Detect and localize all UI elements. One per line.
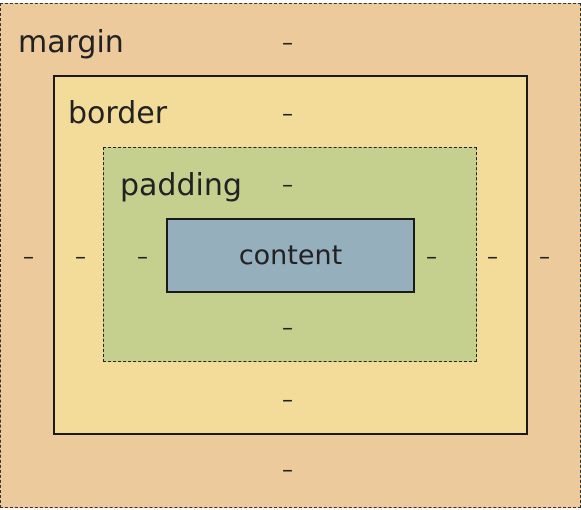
- padding-left-value[interactable]: –: [137, 245, 148, 270]
- padding-right-value[interactable]: –: [426, 245, 437, 270]
- margin-left-value[interactable]: –: [23, 245, 34, 270]
- padding-top-value[interactable]: –: [282, 173, 293, 198]
- padding-bottom-value[interactable]: –: [282, 316, 293, 341]
- border-label: border: [68, 96, 168, 131]
- border-right-value[interactable]: –: [487, 245, 498, 270]
- margin-top-value[interactable]: –: [282, 31, 293, 56]
- border-top-value[interactable]: –: [282, 102, 293, 127]
- margin-bottom-value[interactable]: –: [282, 458, 293, 483]
- border-bottom-value[interactable]: –: [282, 388, 293, 413]
- padding-label: padding: [120, 168, 242, 203]
- border-left-value[interactable]: –: [75, 245, 86, 270]
- margin-label: margin: [18, 25, 124, 60]
- content-label: content: [238, 240, 343, 271]
- content-box: content: [166, 218, 415, 293]
- margin-right-value[interactable]: –: [539, 245, 550, 270]
